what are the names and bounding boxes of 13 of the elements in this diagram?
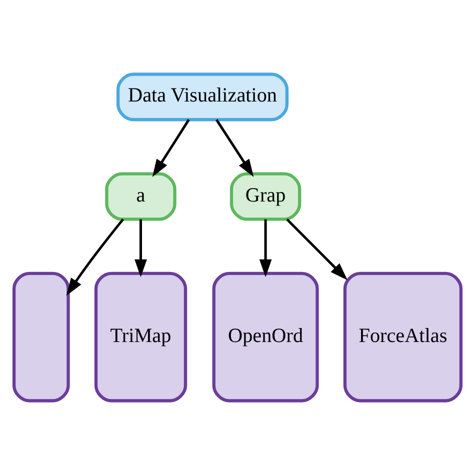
arrow (214, 118, 254, 176)
node-box (12, 271, 70, 402)
arrow (286, 218, 348, 280)
arrow (152, 118, 190, 176)
arrow (258, 218, 272, 277)
node-box: TriMap (94, 271, 187, 402)
arrow (134, 218, 146, 277)
arrow (66, 218, 124, 296)
node-box: OpenOrd (212, 271, 318, 402)
node-box: ForceAtlas (342, 271, 462, 402)
node-box: Data Visualization (116, 72, 288, 121)
node-box: a (104, 172, 176, 220)
node-box: Grap (229, 172, 301, 220)
